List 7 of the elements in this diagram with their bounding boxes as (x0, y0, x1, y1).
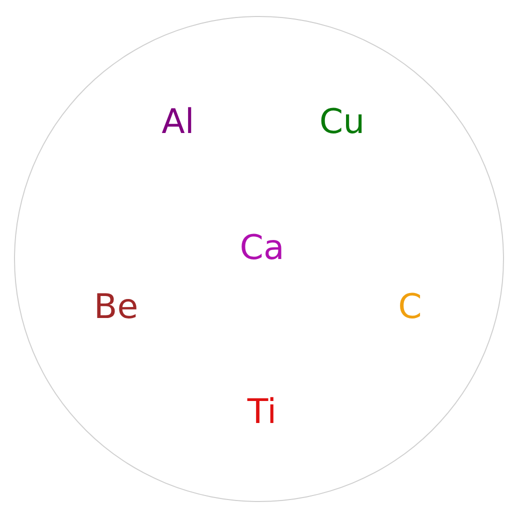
element-symbol: Be (94, 290, 138, 324)
element-symbol: C (398, 290, 422, 324)
element-symbol: Al (162, 105, 194, 139)
element-symbol: Ti (247, 395, 277, 429)
element-symbol: Ca (240, 231, 284, 265)
element-symbol: Cu (319, 105, 365, 139)
circle-outline (14, 16, 504, 502)
